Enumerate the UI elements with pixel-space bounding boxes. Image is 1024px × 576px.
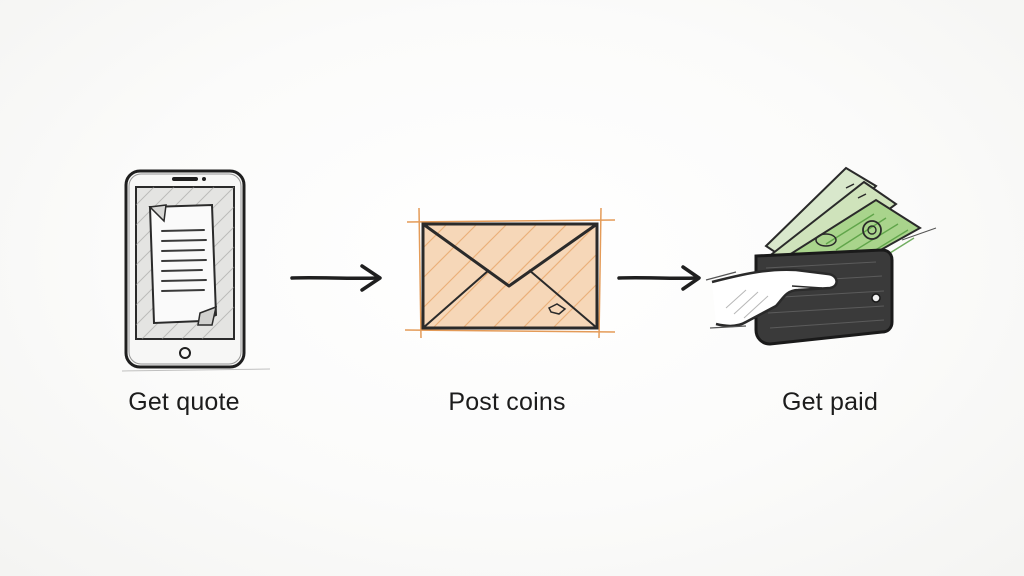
step-get-paid: Get paid	[705, 0, 940, 430]
step-get-quote: Get quote	[74, 0, 294, 430]
envelope-icon	[404, 207, 616, 339]
wallet-cash-icon	[705, 166, 937, 346]
step-label: Get paid	[781, 388, 879, 416]
step-label: Post coins	[448, 388, 566, 416]
arrow-right-icon	[290, 264, 382, 292]
step-post-coins: Post coins	[397, 0, 617, 430]
step-label: Get quote	[128, 388, 240, 416]
arrow-right-icon	[617, 265, 701, 291]
tablet-document-icon	[121, 169, 271, 372]
